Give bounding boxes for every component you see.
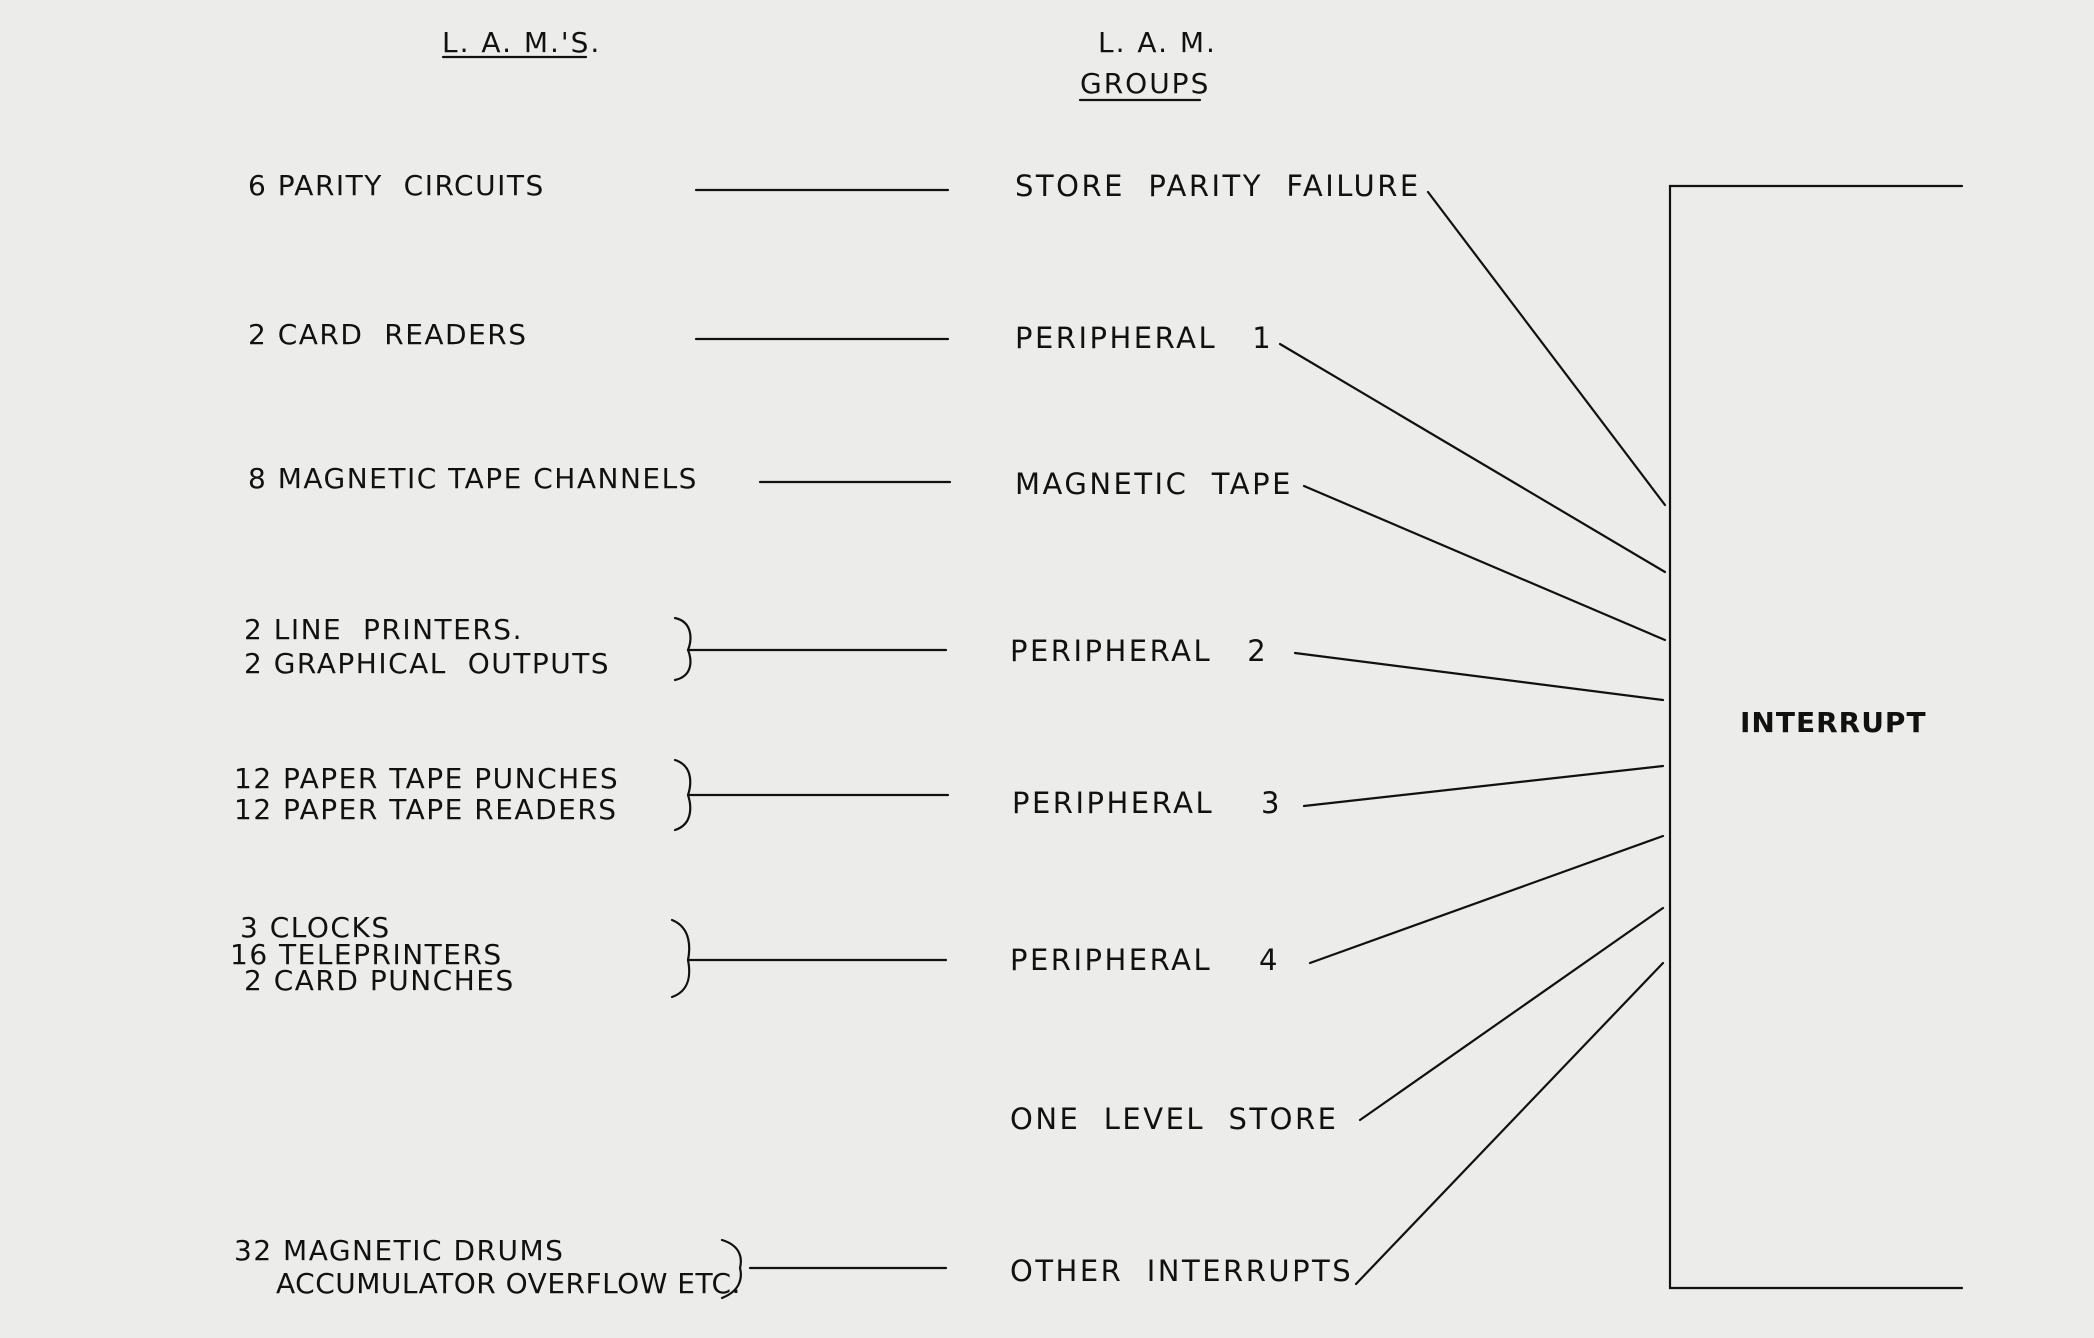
lam-paper-tape-punches: 12 PAPER TAPE PUNCHES <box>234 762 620 795</box>
lam-card-punches: 2 CARD PUNCHES <box>244 964 515 997</box>
wire-peripheral-3 <box>1302 764 1665 808</box>
brace-other <box>720 1238 742 1300</box>
header-groups-line2: GROUPS <box>1080 67 1211 100</box>
interrupt-box-outline <box>1668 184 1964 1290</box>
group-magnetic-tape: MAGNETIC TAPE <box>1015 467 1293 501</box>
wire-magnetic-tape <box>1302 484 1667 642</box>
lam-accumulator-overflow: ACCUMULATOR OVERFLOW ETC. <box>276 1267 741 1300</box>
group-peripheral-1: PERIPHERAL 1 <box>1015 321 1274 355</box>
lam-teleprinters: 16 TELEPRINTERS <box>230 938 503 971</box>
wire-store-parity <box>1426 190 1667 507</box>
wire-peripheral-1 <box>1278 342 1667 574</box>
lam-clocks: 3 CLOCKS <box>240 911 391 944</box>
lam-paper-tape-readers: 12 PAPER TAPE READERS <box>234 793 618 826</box>
wire-peripheral-2 <box>1293 651 1665 702</box>
group-peripheral-2: PERIPHERAL 2 <box>1010 634 1269 668</box>
group-one-level-store: ONE LEVEL STORE <box>1010 1102 1339 1136</box>
lam-magnetic-tape-channels: 8 MAGNETIC TAPE CHANNELS <box>248 462 698 495</box>
group-store-parity-failure: STORE PARITY FAILURE <box>1015 169 1421 203</box>
lam-card-readers: 2 CARD READERS <box>248 318 528 351</box>
lam-line-printers: 2 LINE PRINTERS. <box>244 613 523 646</box>
lam-parity-circuits: 6 PARITY CIRCUITS <box>248 169 545 202</box>
lam-graphical-outputs: 2 GRAPHICAL OUTPUTS <box>244 647 611 680</box>
header-groups-line1: L. A. M. <box>1098 26 1217 59</box>
brace-peripheral-4 <box>670 918 691 999</box>
wire-other-interrupts <box>1354 961 1665 1286</box>
wire-peripheral-4 <box>1308 834 1665 965</box>
brace-peripheral-3 <box>673 758 692 832</box>
group-peripheral-4: PERIPHERAL 4 <box>1010 943 1280 977</box>
interrupt-label: INTERRUPT <box>1740 706 1927 739</box>
lam-magnetic-drums: 32 MAGNETIC DRUMS <box>234 1234 565 1267</box>
group-peripheral-3: PERIPHERAL 3 <box>1012 786 1282 820</box>
brace-peripheral-2 <box>673 616 692 682</box>
header-lams: L. A. M.'s. <box>442 26 602 59</box>
group-other-interrupts: OTHER INTERRUPTS <box>1010 1254 1354 1288</box>
wire-one-level-store <box>1358 906 1665 1122</box>
